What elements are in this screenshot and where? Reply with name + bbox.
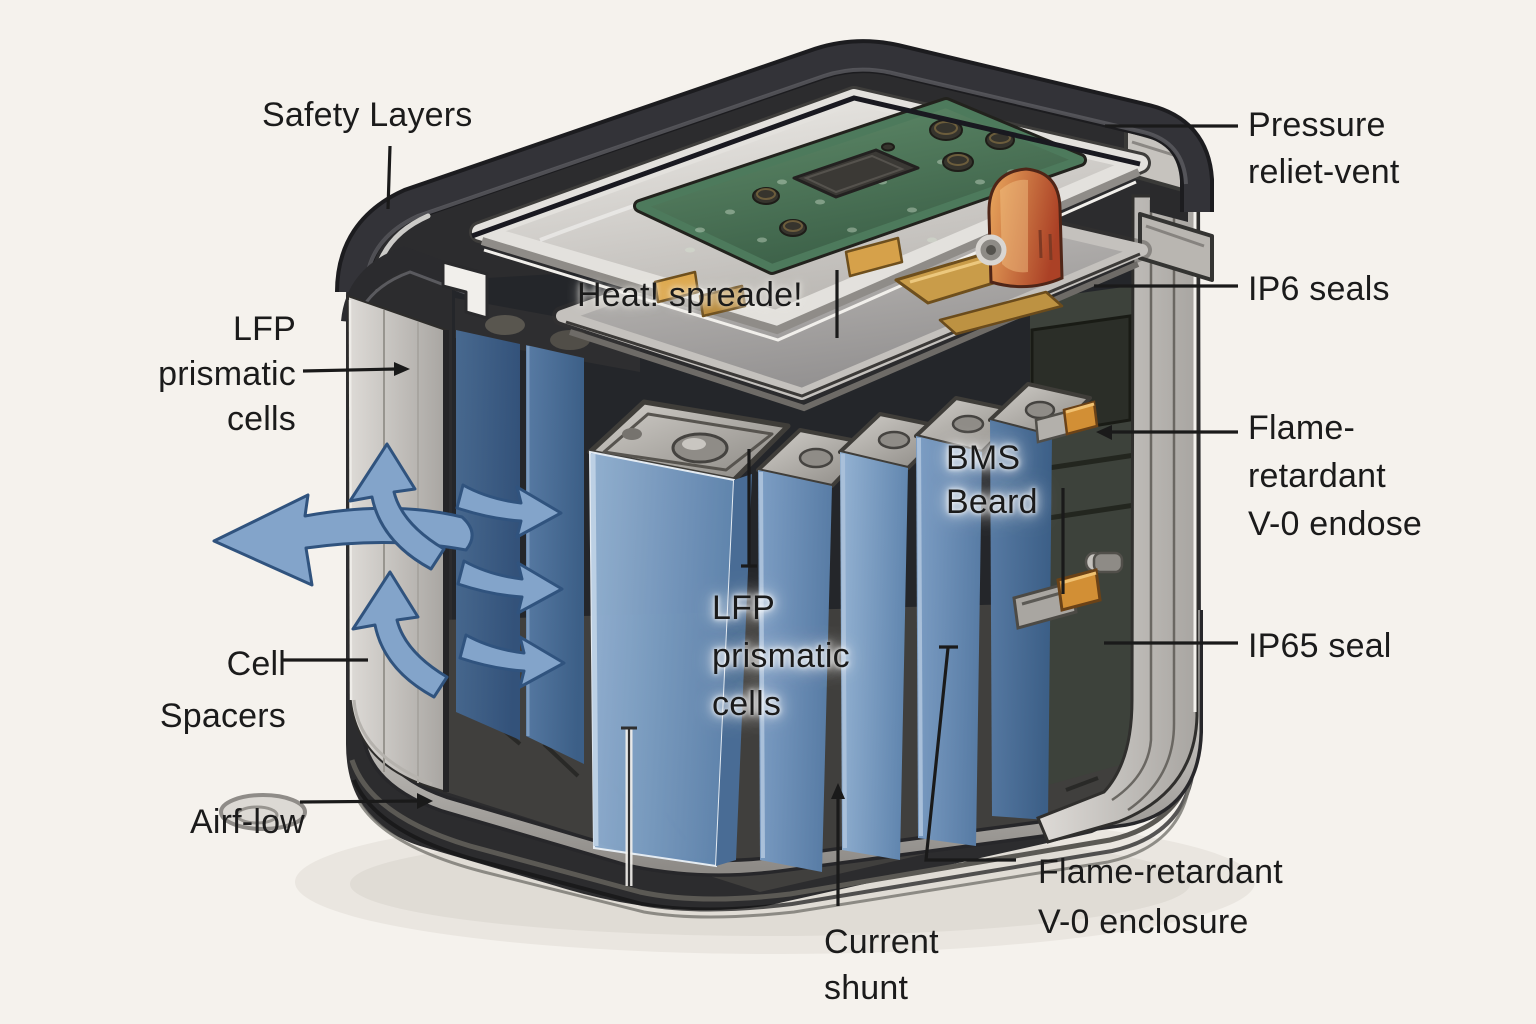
prismatic-cell — [526, 345, 584, 764]
label-airflow: Airf-low — [190, 803, 305, 841]
airflow-leader — [299, 793, 433, 809]
flame-endose-leader — [1096, 425, 1238, 440]
label-bms-board: BMS Beard — [946, 439, 1038, 521]
base-rail — [361, 610, 1203, 877]
orange-tab — [698, 284, 747, 318]
label-flame-retardant-v0-endose: Flame- retardant V-0 endose — [1248, 409, 1423, 543]
label-flame-retardant-v0-enclosure: Flame-retardant V-0 enclosure — [1038, 853, 1283, 941]
bms-circuit-board — [633, 97, 1087, 275]
lfp-center-bottom-leader — [621, 726, 637, 886]
right-wall — [1036, 194, 1199, 844]
label-safety-layers: Safety Layers — [262, 96, 473, 134]
rim-cut-notch — [441, 260, 489, 320]
airflow-arrow-up — [348, 442, 446, 571]
lfp-left-leader — [302, 362, 410, 376]
prismatic-cell — [756, 428, 874, 872]
safety-layers-leader — [386, 145, 392, 210]
label-ip6-seals: IP6 seals — [1248, 270, 1390, 308]
label-ip65-seal: IP65 seal — [1248, 627, 1392, 665]
orange-tab — [653, 270, 700, 304]
label-cell-spacers: Cell Spacers — [159, 645, 286, 735]
label-heat-spreader: Heat! spreade! — [577, 276, 803, 314]
flame-enclosure-leader — [924, 645, 1016, 862]
leader-lines — [282, 124, 1238, 906]
airflow-arrows — [212, 442, 566, 699]
current-shunt-leader — [831, 783, 845, 906]
vent-dish — [219, 793, 307, 831]
label-lfp-prismatic-cells-left: LFP prismatic cells — [158, 310, 296, 438]
label-lfp-prismatic-cells-center: LFP prismatic cells — [712, 589, 850, 723]
enclosure-rim — [335, 39, 1214, 337]
cell-connectors — [1012, 400, 1124, 630]
lfp-prismatic-cells — [456, 330, 1092, 872]
lfp-center-top-leader — [741, 449, 757, 568]
label-pressure-relief-vent: Pressure reliet-vent — [1248, 106, 1400, 191]
pressure-relief-valve — [975, 167, 1064, 289]
airflow-arrow-through-cells — [455, 483, 563, 539]
label-current-shunt: Current shunt — [824, 923, 939, 1007]
